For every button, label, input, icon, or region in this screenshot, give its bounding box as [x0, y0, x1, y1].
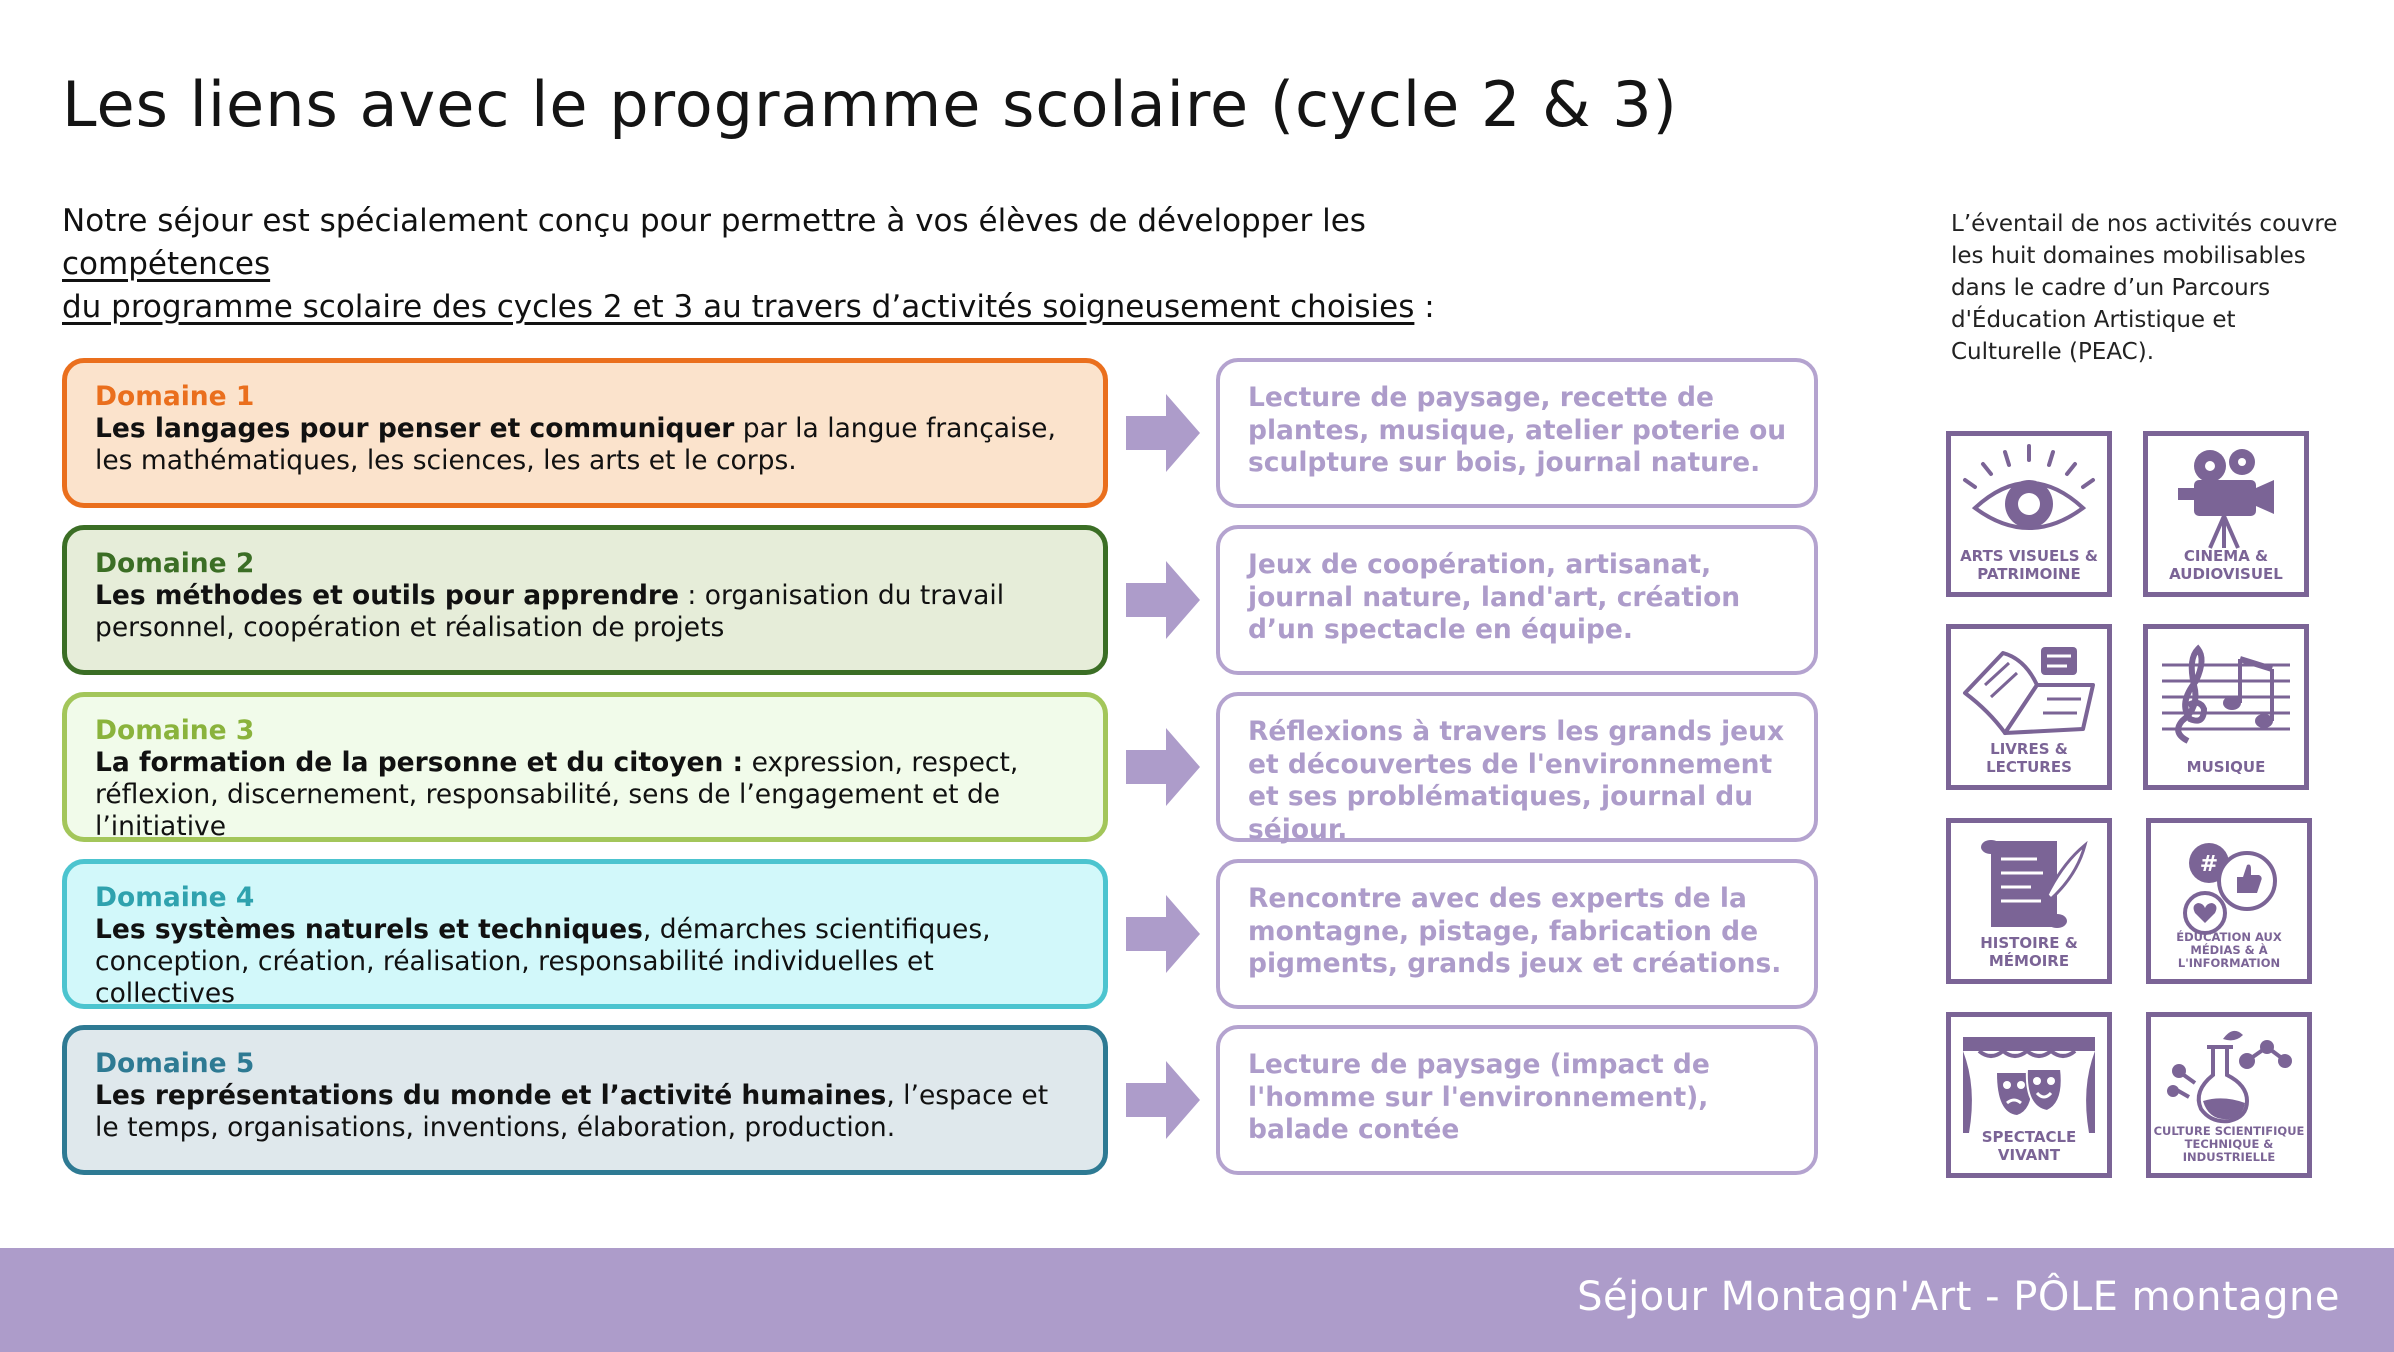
domain-box: Domaine 2 Les méthodes et outils pour ap… [62, 525, 1108, 675]
domain-label: Domaine 4 [95, 882, 255, 913]
domain-heading: Les systèmes naturels et techniques [95, 914, 643, 945]
peac-label: ARTS VISUELS & PATRIMOINE [1960, 547, 2098, 583]
peac-tile-medias: # ÉDUCATION AUX MÉDIAS & À L'INFORMATION [2146, 818, 2312, 984]
open-book-icon [1963, 647, 2095, 735]
domain-box: Domaine 5 Les représentations du monde e… [62, 1025, 1108, 1175]
scroll-quill-icon [1981, 840, 2088, 928]
domain-description: , l’espace et le temps, organisations, i… [95, 1080, 1049, 1143]
domain-row-1: Domaine 1 Les langages pour penser et co… [62, 358, 1818, 508]
footer-bar: Séjour Montagn'Art - PÔLE montagne [0, 1248, 2394, 1352]
right-arrow-icon [1126, 728, 1200, 806]
page-title: Les liens avec le programme scolaire (cy… [62, 68, 1678, 141]
peac-tile-arts-visuels: ARTS VISUELS & PATRIMOINE [1946, 431, 2112, 597]
svg-text:#: # [2200, 852, 2218, 877]
intro-underlined-2: du programme scolaire des cycles 2 et 3 … [62, 289, 1415, 325]
domain-heading: La formation de la personne et du citoye… [95, 747, 744, 778]
domain-description: expression, respect, réflexion, discerne… [95, 747, 1019, 842]
domain-label: Domaine 3 [95, 715, 255, 746]
domain-heading: Les langages pour penser et communiquer [95, 413, 735, 444]
peac-tile-histoire: HISTOIRE & MÉMOIRE [1946, 818, 2112, 984]
footer-text: Séjour Montagn'Art - PÔLE montagne [1577, 1274, 2340, 1320]
activities-box: Rencontre avec des experts de la montagn… [1216, 859, 1818, 1009]
domain-box: Domaine 3 La formation de la personne et… [62, 692, 1108, 842]
right-arrow-icon [1126, 561, 1200, 639]
peac-label: CINEMA & AUDIOVISUEL [2169, 547, 2283, 583]
activities-box: Réflexions à travers les grands jeux et … [1216, 692, 1818, 845]
peac-label: HISTOIRE & MÉMOIRE [1980, 934, 2078, 970]
flask-molecule-icon [2167, 1030, 2292, 1124]
peac-tile-livres: LIVRES & LECTURES [1946, 624, 2112, 790]
right-arrow-icon [1126, 895, 1200, 973]
domain-description: : organisation du travail personnel, coo… [95, 580, 1005, 643]
peac-tile-cinema: CINEMA & AUDIOVISUEL [2143, 431, 2309, 597]
peac-label: SPECTACLE VIVANT [1981, 1128, 2077, 1164]
domain-heading: Les méthodes et outils pour apprendre [95, 580, 679, 611]
activities-box: Lecture de paysage, recette de plantes, … [1216, 358, 1818, 508]
domain-label: Domaine 5 [95, 1048, 255, 1079]
activities-box: Jeux de coopération, artisanat, journal … [1216, 525, 1818, 675]
film-camera-icon [2178, 449, 2274, 549]
eye-icon [1963, 444, 2095, 530]
right-arrow-icon [1126, 1061, 1200, 1139]
peac-tile-culture-scientifique: CULTURE SCIENTIFIQUE TECHNIQUE & INDUSTR… [2146, 1012, 2312, 1178]
domain-heading: Les représentations du monde et l’activi… [95, 1080, 887, 1111]
peac-note: L’éventail de nos activités couvre les h… [1951, 211, 2338, 365]
peac-label: CULTURE SCIENTIFIQUE TECHNIQUE & INDUSTR… [2153, 1124, 2305, 1164]
domain-box: Domaine 1 Les langages pour penser et co… [62, 358, 1108, 508]
intro-tail: : [1414, 289, 1435, 325]
domain-description: par la langue française, les mathématiqu… [95, 413, 1056, 476]
domain-row-5: Domaine 5 Les représentations du monde e… [62, 1025, 1818, 1175]
domain-row-2: Domaine 2 Les méthodes et outils pour ap… [62, 525, 1818, 675]
domain-row-4: Domaine 4 Les systèmes naturels et techn… [62, 859, 1818, 1009]
domain-box: Domaine 4 Les systèmes naturels et techn… [62, 859, 1108, 1009]
peac-tile-musique: MUSIQUE [2143, 624, 2309, 790]
peac-tile-spectacle: SPECTACLE VIVANT [1946, 1012, 2112, 1178]
peac-label: LIVRES & LECTURES [1986, 740, 2072, 776]
speech-bubbles-icon: # [2183, 843, 2277, 935]
domain-row-3: Domaine 3 La formation de la personne et… [62, 692, 1818, 845]
peac-label: ÉDUCATION AUX MÉDIAS & À L'INFORMATION [2176, 930, 2282, 970]
intro-underlined-1: compétences [62, 246, 271, 282]
activities-box: Lecture de paysage (impact de l'homme su… [1216, 1025, 1818, 1175]
right-arrow-icon [1126, 394, 1200, 472]
domain-label: Domaine 1 [95, 381, 255, 412]
intro-lead: Notre séjour est spécialement conçu pour… [62, 203, 1366, 239]
music-staff-icon [2162, 644, 2290, 744]
intro-paragraph: Notre séjour est spécialement conçu pour… [62, 200, 1582, 329]
theater-masks-icon [1963, 1037, 2095, 1133]
domain-description: , démarches scientifiques, conception, c… [95, 914, 991, 1009]
domain-label: Domaine 2 [95, 548, 255, 579]
peac-label: MUSIQUE [2186, 758, 2266, 776]
